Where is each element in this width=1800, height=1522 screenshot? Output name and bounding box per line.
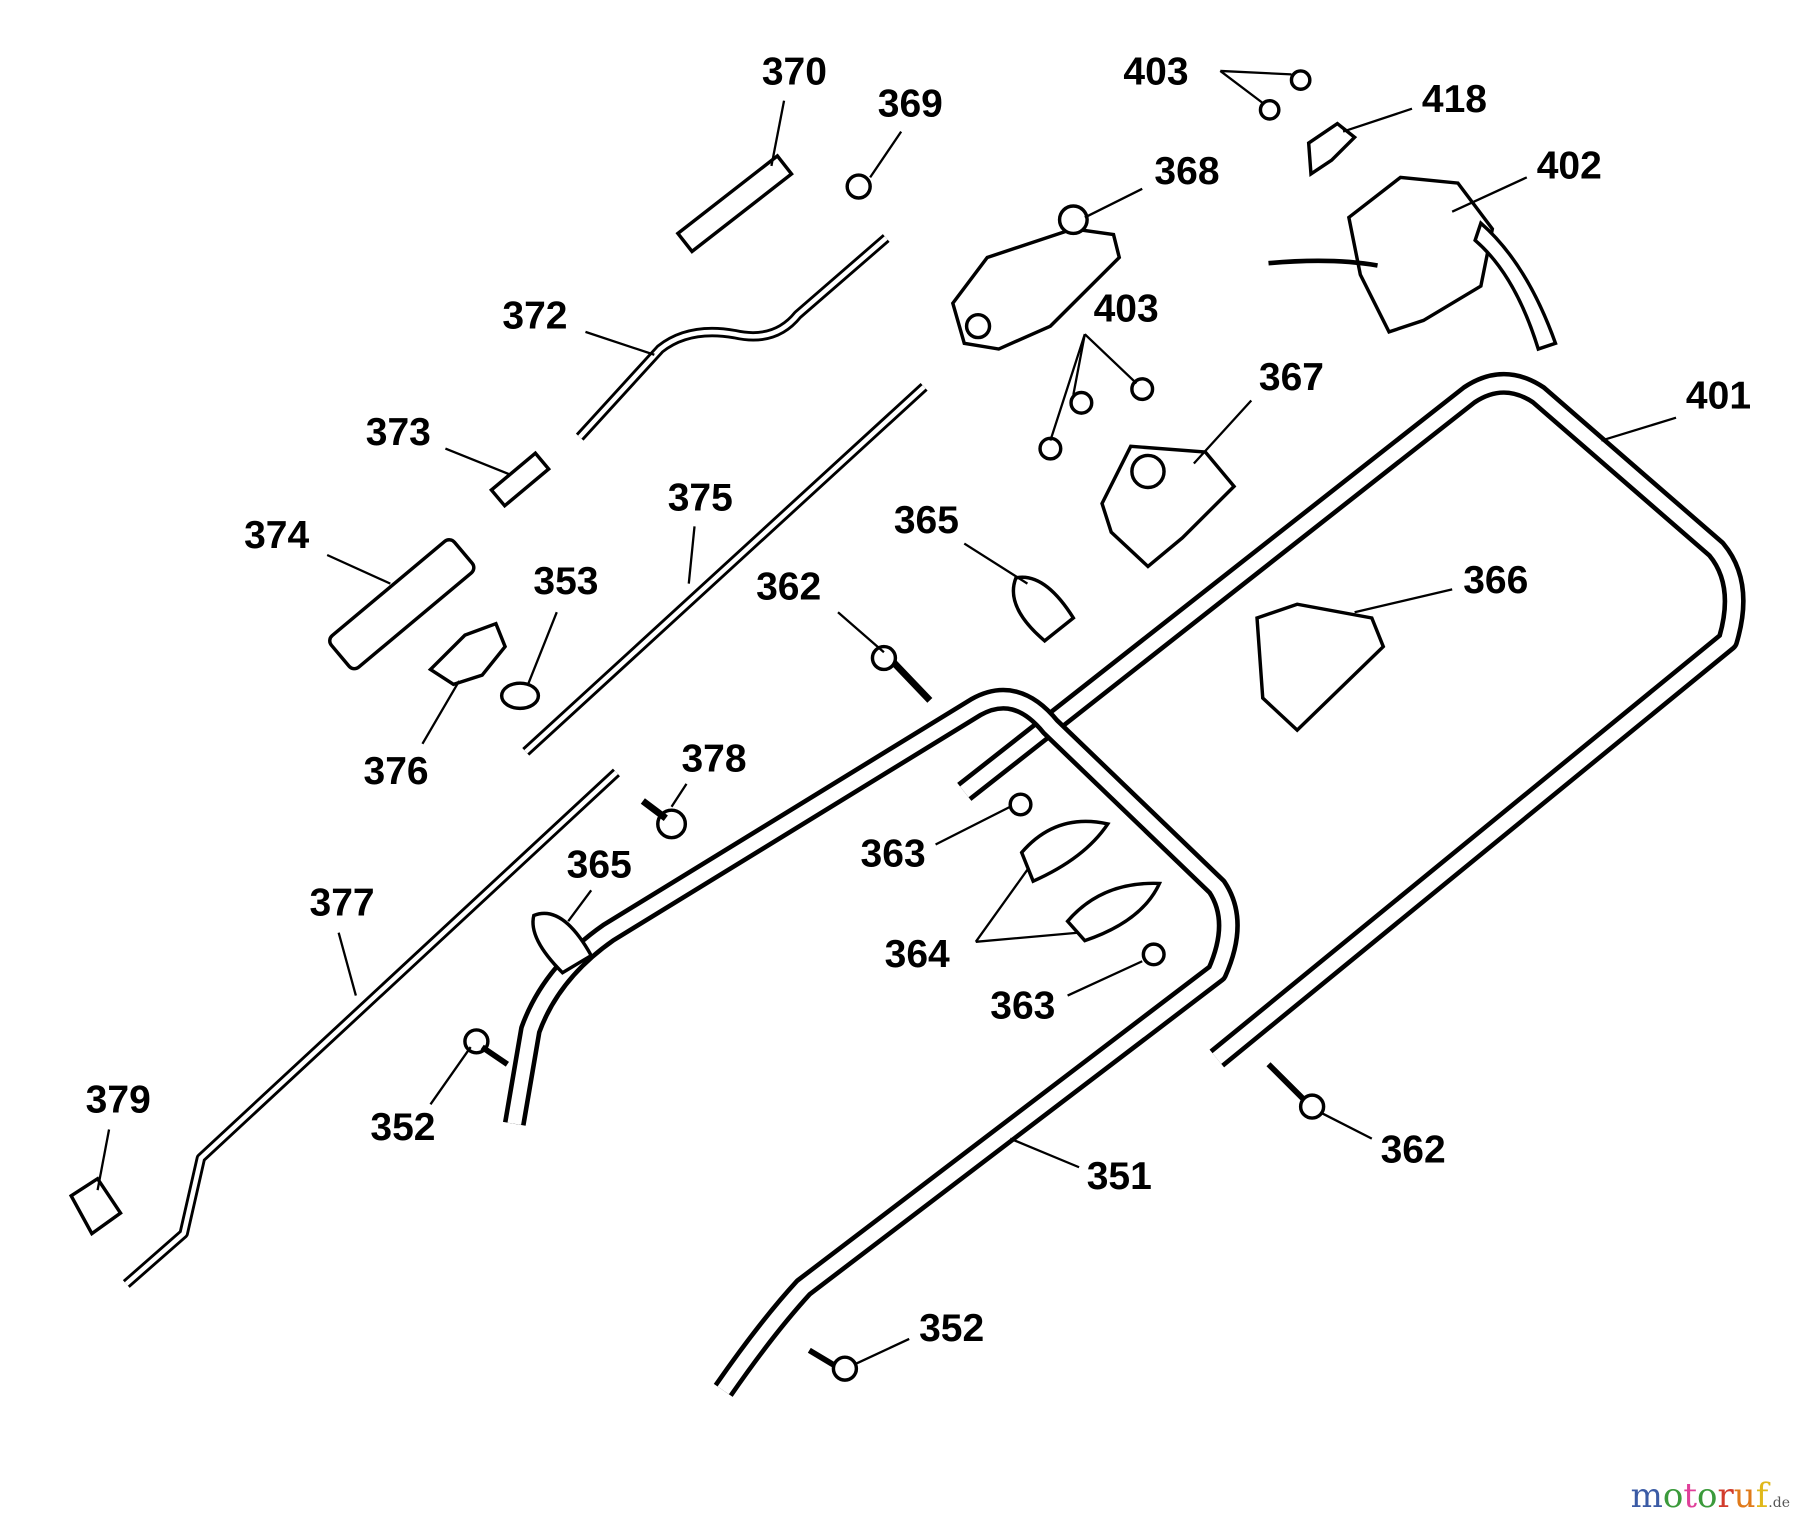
upper-handle-401 xyxy=(957,372,1746,1068)
part-label-372: 372 xyxy=(502,294,567,337)
part-label-368: 368 xyxy=(1154,150,1219,193)
part-label-364: 364 xyxy=(885,933,950,976)
part-label-363: 363 xyxy=(861,832,926,875)
part-label-367: 367 xyxy=(1259,356,1324,399)
part-label-418: 418 xyxy=(1422,78,1487,121)
watermark-letter: u xyxy=(1733,1476,1756,1516)
part-label-379: 379 xyxy=(86,1078,151,1121)
part-label-362: 362 xyxy=(1381,1129,1446,1172)
part-label-375: 375 xyxy=(668,476,733,519)
part-label-402: 402 xyxy=(1537,145,1602,188)
part-label-353: 353 xyxy=(533,560,598,603)
watermark-letter: m xyxy=(1630,1476,1663,1516)
part-label-365: 365 xyxy=(567,844,632,887)
part-label-362: 362 xyxy=(756,566,821,609)
part-label-403: 403 xyxy=(1123,51,1188,94)
part-label-376: 376 xyxy=(363,750,428,793)
part-label-365: 365 xyxy=(894,499,959,542)
watermark-suffix: .de xyxy=(1768,1495,1790,1511)
leader-lines xyxy=(96,69,1677,1366)
rod-372 xyxy=(575,234,890,441)
watermark-letter: f xyxy=(1755,1476,1769,1516)
part-labels: 370 369 403 418 368 402 372 403 367 401 373 375 365 3… xyxy=(86,51,1751,1350)
watermark-letter: r xyxy=(1717,1476,1734,1516)
part-label-369: 369 xyxy=(878,83,943,126)
part-label-352: 352 xyxy=(919,1307,984,1350)
parts xyxy=(68,69,1558,1382)
part-label-374: 374 xyxy=(244,514,309,557)
watermark-letter: o xyxy=(1662,1476,1684,1516)
part-label-351: 351 xyxy=(1087,1155,1152,1198)
watermark-text: motoruf xyxy=(1631,1476,1769,1516)
part-label-378: 378 xyxy=(681,737,746,780)
rod-377 xyxy=(122,768,620,1288)
part-label-352: 352 xyxy=(370,1106,435,1149)
part-label-403: 403 xyxy=(1094,288,1159,331)
part-label-370: 370 xyxy=(762,51,827,94)
rod-375 xyxy=(522,383,928,756)
watermark-letter: t xyxy=(1683,1476,1698,1516)
part-label-401: 401 xyxy=(1686,375,1751,418)
part-label-366: 366 xyxy=(1463,559,1528,602)
part-label-373: 373 xyxy=(366,411,431,454)
watermark-logo: motoruf.de xyxy=(1631,1476,1790,1516)
watermark-letter: o xyxy=(1697,1476,1718,1516)
part-label-377: 377 xyxy=(310,882,375,925)
lower-handle-351 xyxy=(502,687,1240,1397)
part-label-363: 363 xyxy=(990,985,1055,1028)
